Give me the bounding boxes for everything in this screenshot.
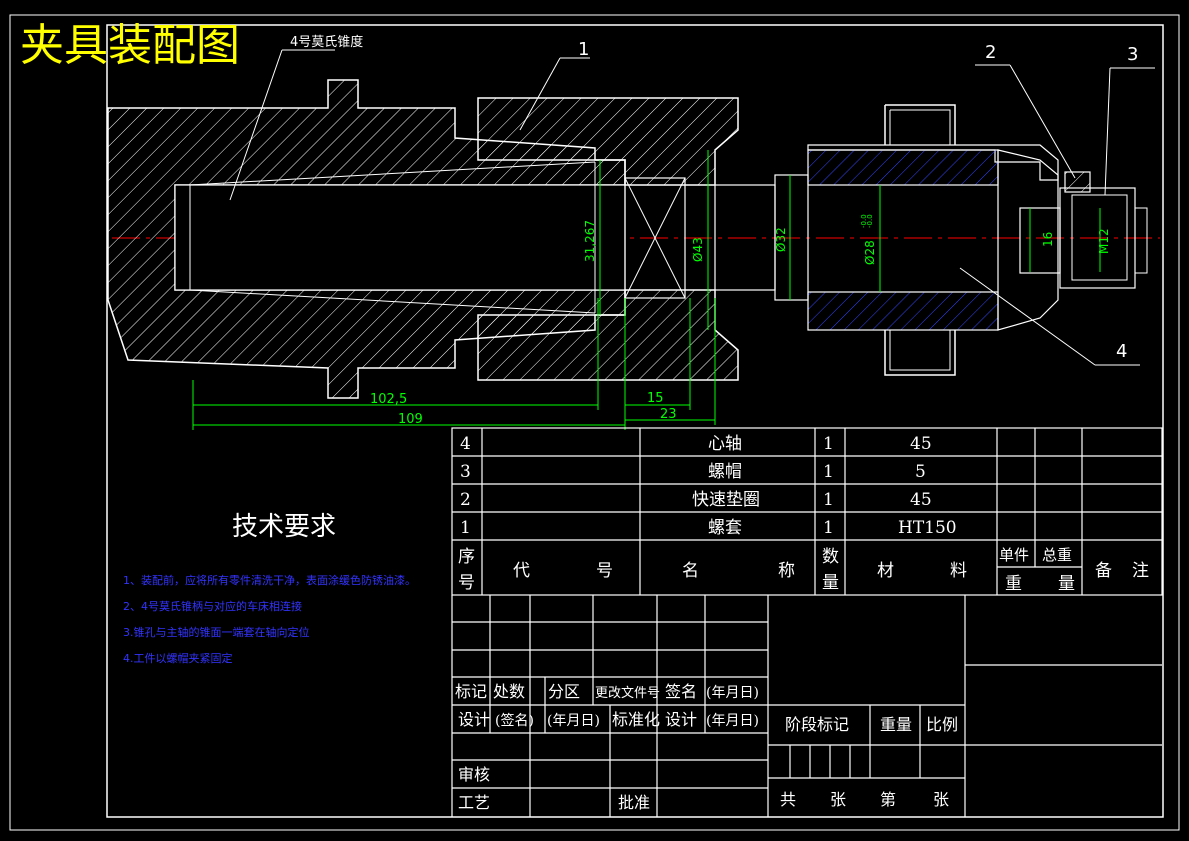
header-material-a: 材	[877, 561, 894, 581]
tb-review: 审核	[458, 765, 490, 784]
header-remark-a: 备	[1095, 561, 1112, 581]
dim-m12: M12	[1097, 228, 1111, 254]
part-material: 45	[910, 434, 932, 454]
tb-design2: 设计	[665, 710, 697, 729]
tb-sign: 签名	[665, 682, 697, 701]
tb-scale: 比例	[926, 715, 958, 734]
leader-label-2: 2	[985, 42, 996, 63]
tb-count: 处数	[493, 682, 525, 701]
morse-taper-label: 4号莫氏锥度	[290, 34, 363, 50]
tb-weight: 重量	[880, 715, 912, 734]
tech-req-heading: 技术要求	[232, 512, 336, 542]
header-unit-weight: 单件	[999, 546, 1029, 564]
leader-lines	[229, 49, 1155, 366]
header-no-b: 号	[458, 573, 475, 593]
part-qty: 1	[823, 462, 834, 482]
tb-total-a: 共	[780, 790, 796, 809]
drawing-title: 夹具装配图	[20, 20, 240, 71]
header-remark-b: 注	[1132, 561, 1149, 581]
header-material-b: 料	[950, 561, 967, 581]
header-code-a: 代	[513, 561, 530, 581]
part-material: 45	[910, 490, 932, 510]
tb-change-doc: 更改文件号	[595, 686, 660, 701]
title-block-grid	[451, 595, 1162, 817]
tb-sheet-b: 张	[933, 790, 949, 809]
dim-1025: 102,5	[370, 392, 407, 407]
tb-total-b: 张	[830, 790, 846, 809]
header-total-weight: 总重	[1042, 546, 1072, 564]
tb-sign2: (签名)	[495, 712, 534, 729]
part-no: 2	[460, 490, 471, 510]
dim-28-tol-lower: -0.0	[866, 214, 874, 228]
part-material: HT150	[898, 518, 957, 538]
leader-label-3: 3	[1127, 44, 1138, 65]
dim-32: Ø32	[774, 227, 788, 252]
dim-109: 109	[398, 412, 423, 427]
outer-frame	[9, 14, 1180, 831]
mandrel-part-4	[774, 104, 1148, 376]
leader-label-4: 4	[1116, 341, 1127, 362]
tb-design: 设计	[458, 710, 490, 729]
tb-date2: (年月日)	[547, 713, 600, 729]
part-no: 4	[460, 434, 471, 454]
tech-req-item-4: 4.工件以螺帽夹紧固定	[123, 651, 233, 665]
tb-date: (年月日)	[706, 685, 759, 701]
part-qty: 1	[823, 490, 834, 510]
header-no-a: 序	[458, 547, 475, 567]
tb-process: 工艺	[458, 793, 490, 812]
part-name: 快速垫圈	[692, 490, 760, 510]
tb-mark: 标记	[455, 682, 487, 701]
dim-28: Ø28	[863, 240, 877, 265]
dim-23: 23	[660, 407, 677, 422]
header-weight-a: 重	[1005, 574, 1022, 594]
tb-sheet-a: 第	[880, 790, 896, 809]
tech-req-item-2: 2、4号莫氏锥柄与对应的车床相连接	[123, 599, 302, 613]
parts-list-grid	[451, 427, 1163, 596]
part-name: 心轴	[708, 434, 742, 454]
dim-43: Ø43	[691, 237, 705, 262]
dim-15: 15	[647, 391, 664, 406]
part-material: 5	[915, 462, 926, 482]
dim-31267: 31,267	[583, 220, 597, 262]
parts-list-text: 4 心轴 1 45 3 螺帽 1 5 2 快速垫圈 1 45 1 螺套 1 HT…	[458, 434, 1149, 594]
dim-16: 16	[1041, 232, 1055, 247]
washer-part-2	[1064, 171, 1091, 193]
title-block-text: 标记 处数 分区 更改文件号 签名 (年月日) 设计 (签名) (年月日) 标准…	[455, 682, 958, 812]
part-no: 1	[460, 518, 471, 538]
tb-stage: 阶段标记	[785, 715, 849, 734]
header-qty-b: 量	[822, 573, 839, 593]
header-name-b: 称	[778, 561, 795, 581]
part-no: 3	[460, 462, 471, 482]
dim-28-tol-upper: -0.0	[860, 214, 868, 228]
tb-approve: 批准	[618, 793, 650, 812]
header-code-b: 号	[596, 561, 613, 581]
part-qty: 1	[823, 518, 834, 538]
part-name: 螺帽	[708, 462, 742, 482]
header-name-a: 名	[682, 561, 699, 581]
tech-req-item-1: 1、装配前，应将所有零件清洗干净，表面涂缓色防锈油漆。	[123, 573, 416, 587]
tb-zone: 分区	[548, 682, 580, 701]
leader-label-1: 1	[578, 39, 589, 60]
inner-frame	[106, 24, 1164, 818]
part-qty: 1	[823, 434, 834, 454]
tb-standard: 标准化	[612, 710, 660, 729]
part-name: 螺套	[708, 518, 742, 538]
header-qty-a: 数	[822, 547, 839, 567]
dimension-lines	[192, 150, 1101, 430]
header-weight-b: 量	[1058, 574, 1075, 594]
tb-date3: (年月日)	[706, 713, 759, 729]
tech-req-item-3: 3.锥孔与主轴的锥面一端套在轴向定位	[123, 625, 310, 639]
